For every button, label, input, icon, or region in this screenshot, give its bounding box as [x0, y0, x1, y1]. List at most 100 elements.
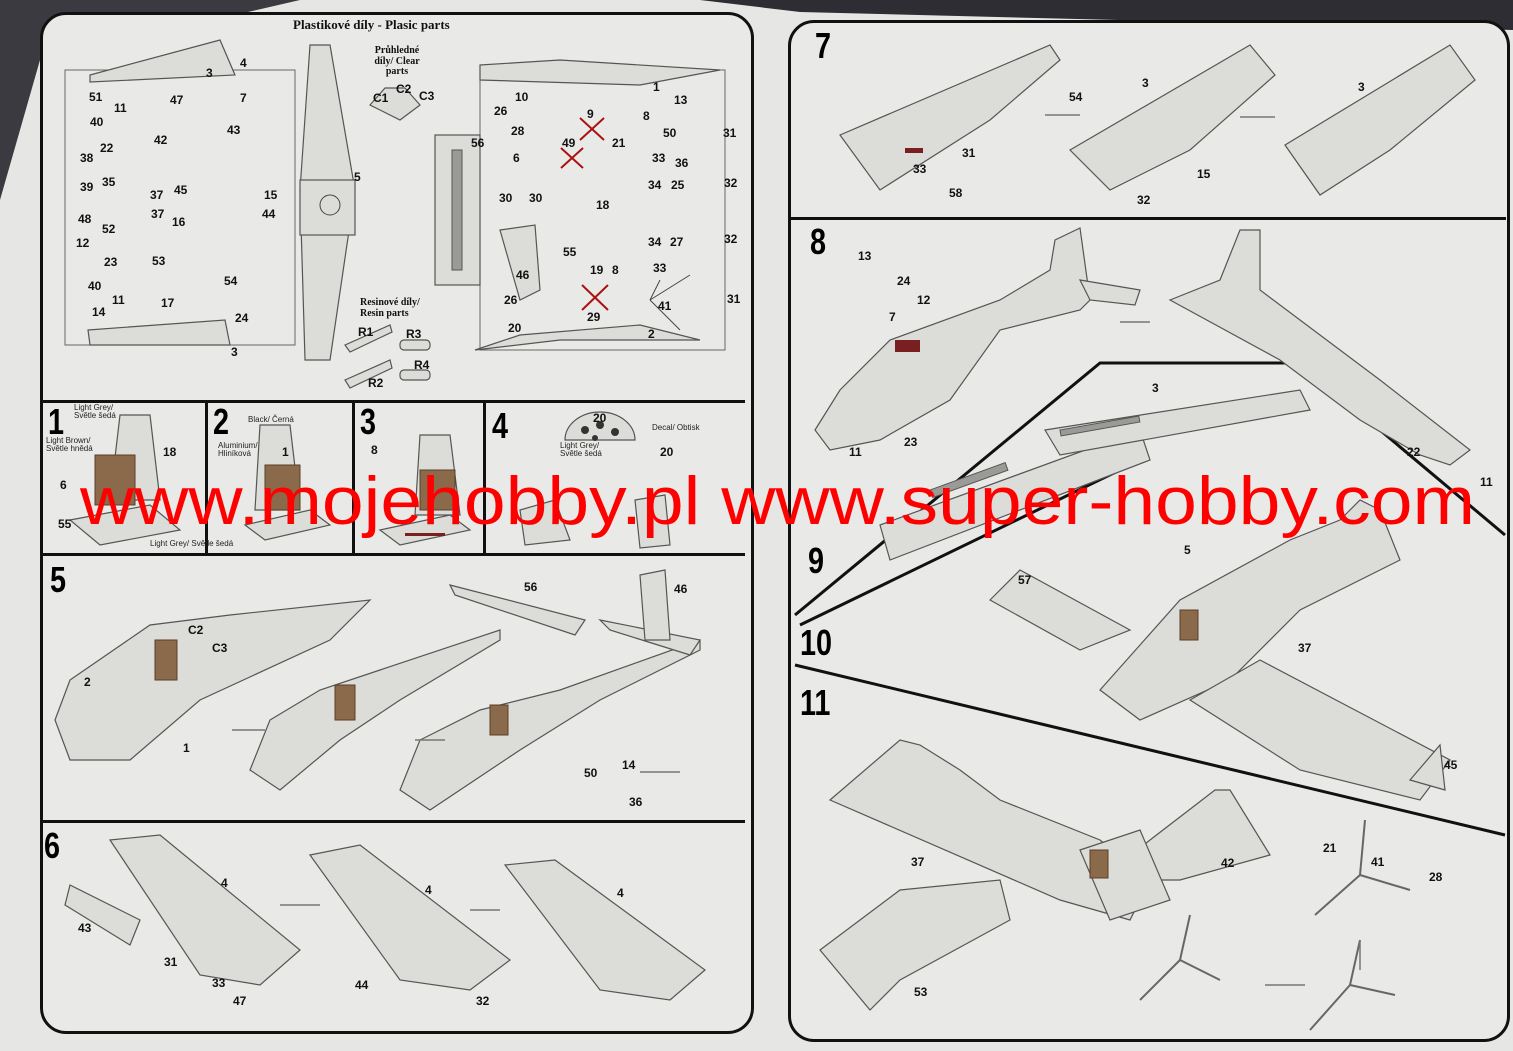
part-number: 49: [562, 136, 576, 150]
part-number: R4: [414, 358, 430, 372]
step-number: 6: [44, 825, 61, 866]
part-number: 54: [1069, 90, 1083, 104]
part-number: 17: [161, 296, 175, 310]
divider: [40, 820, 745, 823]
part-number: 46: [674, 582, 688, 596]
fuselage-drawings: [54, 569, 701, 811]
seat-drawings: [68, 411, 671, 549]
part-number: 36: [629, 795, 643, 809]
step-number: 9: [808, 540, 825, 581]
part-number: C2: [396, 82, 412, 96]
part-number: 8: [371, 443, 378, 457]
part-number: 30: [529, 191, 543, 205]
part-number: 20: [508, 321, 522, 335]
colour-note: Light Grey/ Světle šedá: [560, 441, 602, 459]
part-number: 12: [76, 236, 90, 250]
part-number: 41: [658, 299, 672, 313]
part-number: R1: [358, 325, 374, 339]
step-number: 4: [492, 405, 509, 446]
part-number: 35: [102, 175, 116, 189]
part-number: 37: [150, 188, 164, 202]
part-number: 11: [849, 445, 862, 459]
part-number: 56: [524, 580, 538, 594]
part-number: 3: [1358, 80, 1365, 94]
part-number: 56: [471, 136, 485, 150]
part-number: 31: [164, 955, 178, 969]
part-number: 32: [476, 994, 490, 1008]
divider: [40, 553, 745, 556]
part-number: 47: [170, 93, 184, 107]
part-number: 22: [100, 141, 114, 155]
watermark-text: www.mojehobby.pl www.super-hobby.com: [79, 463, 1475, 539]
part-number: 34: [648, 178, 662, 192]
part-number: 23: [104, 255, 118, 269]
part-number: 41: [1371, 855, 1385, 869]
part-number: 27: [670, 235, 684, 249]
part-number: 13: [858, 249, 872, 263]
part-number: 53: [152, 254, 166, 268]
part-number: 45: [1444, 758, 1458, 772]
part-number: 26: [504, 293, 518, 307]
part-number: 11: [112, 293, 125, 307]
part-number: 29: [587, 310, 601, 324]
part-number: 5: [1184, 543, 1191, 557]
part-number: 54: [224, 274, 238, 288]
part-number: 33: [653, 261, 667, 275]
wing-drawings-step6: [64, 834, 706, 1001]
part-number: 31: [723, 126, 737, 140]
step-number: 1: [48, 401, 65, 442]
part-number: 47: [233, 994, 247, 1008]
step-number: 5: [50, 559, 67, 600]
part-number: 43: [227, 123, 241, 137]
part-number: 6: [60, 478, 67, 492]
part-number: 15: [264, 188, 278, 202]
part-number: 21: [1323, 841, 1337, 855]
part-number: 37: [151, 207, 165, 221]
divider: [352, 400, 355, 555]
part-number: 7: [889, 310, 896, 324]
part-number: 57: [1018, 573, 1032, 587]
part-number: 24: [235, 311, 249, 325]
clear-parts-heading: Průhledné díly/ Clear parts: [374, 45, 420, 77]
part-number: 6: [513, 151, 520, 165]
part-number: 44: [355, 978, 369, 992]
part-number: 25: [671, 178, 685, 192]
step-number: 3: [360, 401, 377, 442]
part-number: C2: [188, 623, 204, 637]
part-number: 51: [89, 90, 103, 104]
part-number: C3: [419, 89, 435, 103]
part-number: C1: [373, 91, 389, 105]
part-number: 55: [58, 517, 72, 531]
part-number: C3: [212, 641, 228, 655]
part-number: 18: [596, 198, 610, 212]
wing-drawings-step7: [839, 44, 1476, 196]
part-number: 11: [114, 101, 127, 115]
part-number: 33: [913, 162, 927, 176]
part-number: 15: [1197, 167, 1211, 181]
part-number: 24: [897, 274, 911, 288]
colour-note: Light Grey/ Světle šedá: [150, 539, 234, 548]
step-number: 7: [815, 25, 832, 66]
part-number: 1: [653, 80, 660, 94]
part-number: 3: [1152, 381, 1159, 395]
colour-note: Black/ Černá: [248, 415, 294, 424]
part-number: 20: [593, 411, 607, 425]
aircraft-drawings-step10: [989, 499, 1451, 801]
aircraft-drawings-step11: [819, 739, 1411, 1031]
part-number: 33: [652, 151, 666, 165]
part-number: 33: [212, 976, 226, 990]
sprue-frame: [64, 39, 726, 389]
resin-parts-heading: Resinové díly/ Resin parts: [360, 297, 420, 319]
part-number: 4: [221, 876, 228, 890]
part-number: 37: [911, 855, 925, 869]
part-number: 4: [240, 56, 247, 70]
part-number: 1: [183, 741, 190, 755]
part-number: 19: [590, 263, 604, 277]
part-number: 55: [563, 245, 577, 259]
divider: [40, 400, 745, 403]
part-number: 10: [515, 90, 529, 104]
part-number: 5: [354, 170, 361, 184]
divider: [205, 400, 208, 555]
part-number: 22: [1407, 445, 1421, 459]
